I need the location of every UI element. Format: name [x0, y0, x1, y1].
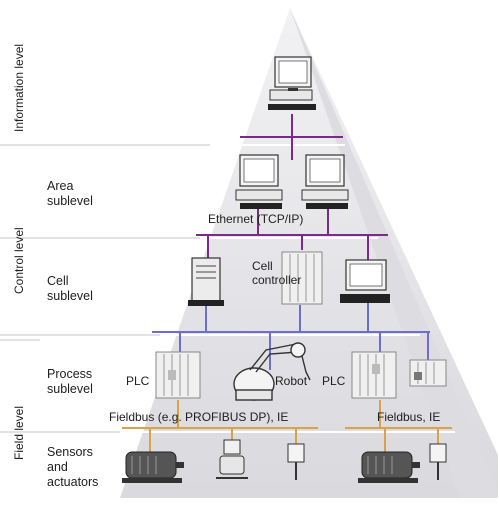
ethernet-label: Ethernet (TCP/IP) — [208, 212, 304, 226]
cell-sublevel-label: Cell sublevel — [47, 274, 93, 303]
level-separators — [0, 144, 210, 433]
cell-pc-icon — [340, 259, 390, 303]
cell-controller-label: Cell controller — [252, 259, 302, 287]
plc-left-label: PLC — [126, 374, 150, 388]
field-level-label: Field level — [12, 405, 26, 460]
sensor-probe-right-icon — [429, 443, 447, 480]
information-level-label: Information level — [12, 43, 26, 132]
plc-left-icon — [155, 351, 201, 399]
process-sublevel-label: Process sublevel — [47, 367, 93, 396]
plc-right-icon — [351, 351, 397, 399]
area-pc-right-icon — [301, 154, 349, 209]
robot-icon — [233, 342, 311, 401]
fieldbus-right-label: Fieldbus, IE — [377, 410, 441, 424]
robot-label: Robot — [275, 374, 308, 388]
cell-controller-icon — [281, 251, 323, 305]
control-level-label: Control level — [12, 227, 26, 294]
motor-left-icon — [122, 451, 184, 483]
plc-right-label: PLC — [322, 374, 346, 388]
valve-sensor-icon — [216, 439, 248, 479]
cell-bus — [152, 303, 430, 370]
ethernet-bus — [196, 114, 388, 262]
io-module-icon — [409, 359, 447, 387]
sensors-actuators-label: Sensors and actuators — [47, 445, 99, 489]
sensor-probe-left-icon — [287, 443, 305, 480]
fieldbus-left-label: Fieldbus (e.g. PROFIBUS DP), IE — [109, 410, 289, 424]
motor-right-icon — [358, 451, 420, 483]
pyramid-bands — [127, 144, 455, 433]
fieldbus — [122, 400, 452, 452]
area-pc-left-icon — [235, 154, 283, 209]
server-tower-icon — [188, 257, 224, 306]
information-pc-icon — [268, 56, 316, 110]
area-sublevel-label: Area sublevel — [47, 179, 93, 208]
